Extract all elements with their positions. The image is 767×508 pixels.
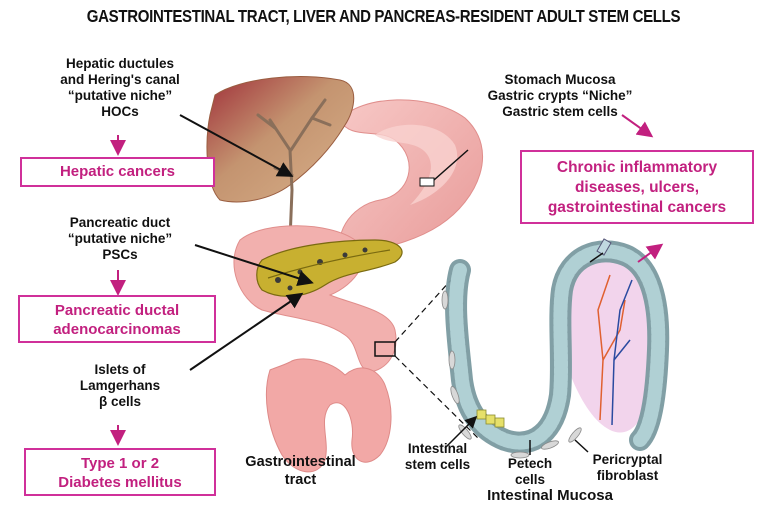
stomach xyxy=(340,100,483,258)
petech-cells-label: Petech cells xyxy=(495,456,565,488)
intestinal-stem-cells-label: Intestinal stem cells xyxy=(395,441,480,473)
liver-niche-label: Hepatic ductules and Hering's canal “put… xyxy=(40,56,200,120)
liver xyxy=(207,76,354,201)
gi-tract-label: Gastrointestinal tract xyxy=(238,453,363,489)
gi-disease-box: Chronic inflammatory diseases, ulcers, g… xyxy=(520,150,754,224)
pancreatic-adenocarcinomas-box: Pancreatic ductal adenocarcinomas xyxy=(18,295,216,343)
hepatic-cancers-box: Hepatic cancers xyxy=(20,157,215,187)
diabetes-box: Type 1 or 2 Diabetes mellitus xyxy=(24,448,216,496)
stomach-mucosa-label: Stomach Mucosa Gastric crypts “Niche” Ga… xyxy=(470,72,650,120)
islets-label: Islets of Lamgerhans β cells xyxy=(60,362,180,410)
intestinal-mucosa-label: Intestinal Mucosa xyxy=(455,488,645,504)
pancreatic-duct-label: Pancreatic duct “putative niche” PSCs xyxy=(40,215,200,263)
pericryptal-fibroblast-label: Pericryptal fibroblast xyxy=(575,452,680,484)
